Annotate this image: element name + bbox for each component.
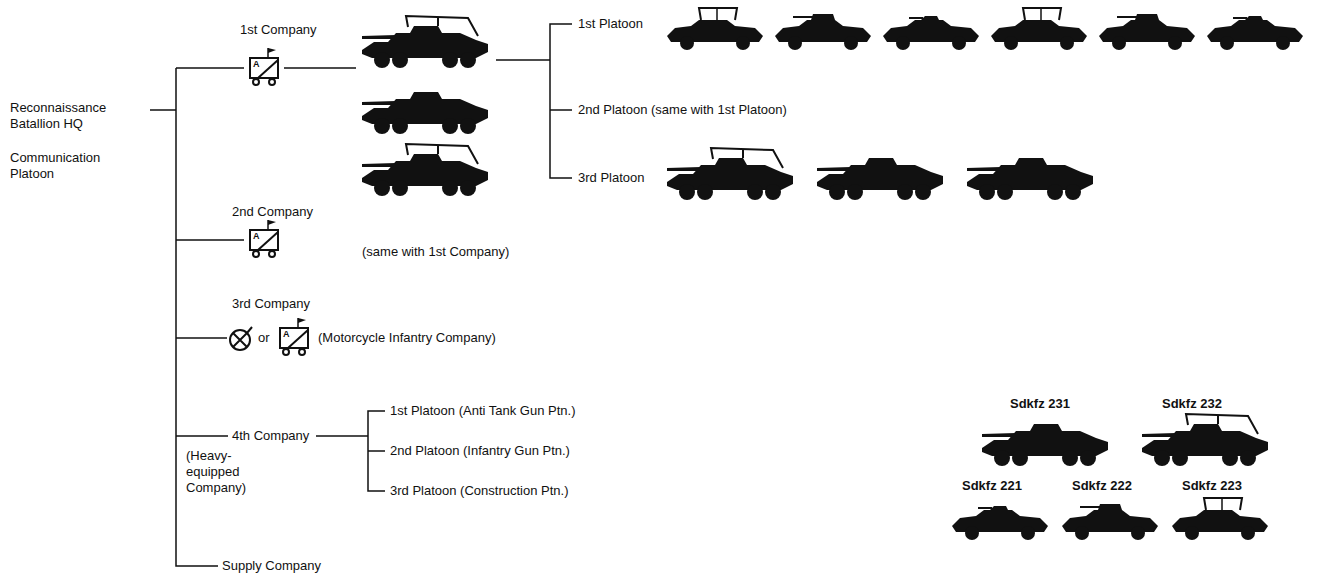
unit-label: 1st Company bbox=[240, 22, 317, 38]
unit-label: 3rd Company bbox=[232, 296, 310, 312]
unit-label: 2nd Platoon (Infantry Gun Ptn.) bbox=[390, 443, 570, 459]
vehicle-name: Sdkfz 222 bbox=[1072, 478, 1132, 494]
unit-label: Supply Company bbox=[222, 558, 321, 574]
unit-label: 2nd Platoon (same with 1st Platoon) bbox=[578, 102, 787, 118]
note-label: or bbox=[258, 330, 270, 346]
unit-label: 3rd Platoon (Construction Ptn.) bbox=[390, 483, 568, 499]
unit-label: Reconnaissance Batallion HQ bbox=[10, 100, 130, 132]
vehicle-name: Sdkfz 231 bbox=[1010, 396, 1070, 412]
note-label: (Heavy-equipped Company) bbox=[186, 448, 266, 496]
unit-label: 3rd Platoon bbox=[578, 170, 645, 186]
unit-label: Communication Platoon bbox=[10, 150, 130, 182]
vehicle-name: Sdkfz 232 bbox=[1162, 396, 1222, 412]
note-label: (Motorcycle Infantry Company) bbox=[318, 330, 496, 346]
unit-marker-letter: A bbox=[253, 231, 260, 241]
vehicle-name: Sdkfz 223 bbox=[1182, 478, 1242, 494]
unit-marker-letter: A bbox=[253, 59, 260, 69]
unit-label: 1st Platoon bbox=[578, 16, 643, 32]
unit-label: 1st Platoon (Anti Tank Gun Ptn.) bbox=[390, 403, 575, 419]
vehicle-name: Sdkfz 221 bbox=[962, 478, 1022, 494]
unit-label: 2nd Company bbox=[232, 204, 313, 220]
unit-label: 4th Company bbox=[232, 428, 309, 444]
note-label: (same with 1st Company) bbox=[362, 244, 509, 260]
unit-marker-letter: A bbox=[283, 329, 290, 339]
